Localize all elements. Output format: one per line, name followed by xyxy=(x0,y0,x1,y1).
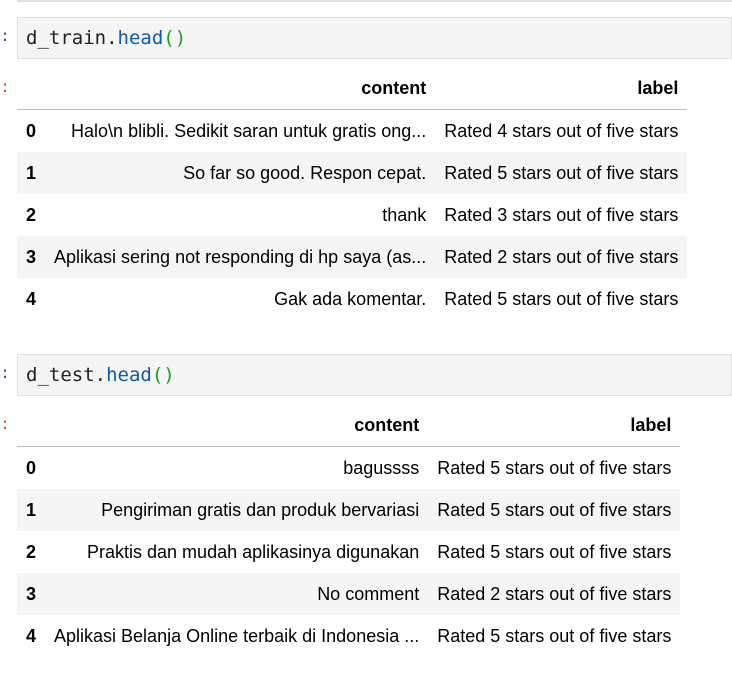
table-row: 2 thank Rated 3 stars out of five stars xyxy=(17,194,687,236)
table-row: 3 Aplikasi sering not responding di hp sa… xyxy=(17,236,688,278)
row-index: 3 xyxy=(26,583,37,604)
code-cell-test[interactable]: d_test.head() xyxy=(17,354,732,396)
label-cell: Rated 5 stars out of five stars xyxy=(437,457,672,478)
content-cell: Pengiriman gratis dan produk bervariasi xyxy=(101,499,420,520)
content-cell: thank xyxy=(382,204,427,225)
label-cell: Rated 5 stars out of five stars xyxy=(437,541,672,562)
table-row: 0 Halo\n blibli. Sedikit saran untuk grat… xyxy=(17,110,687,153)
row-index: 1 xyxy=(26,499,37,520)
code-cell-train[interactable]: d_train.head() xyxy=(17,17,732,59)
label-cell: Rated 4 stars out of five stars xyxy=(444,120,679,141)
table-row: 3 No comment Rated 2 stars out of five sta… xyxy=(17,573,681,615)
content-cell: Aplikasi Belanja Online terbaik di Indon… xyxy=(54,625,420,646)
row-index: 0 xyxy=(26,457,37,478)
table-row: 0 bagussss Rated 5 stars out of five stars xyxy=(17,447,680,490)
table-header-row: content label xyxy=(17,67,688,110)
table-row: 4 Aplikasi Belanja Online terbaik di Indo… xyxy=(17,615,680,657)
table-row: 4 Gak ada komentar. Rated 5 stars out of f… xyxy=(17,278,687,320)
code-variable: d_test xyxy=(26,364,95,386)
code-variable: d_train xyxy=(26,27,107,49)
code-method: head xyxy=(117,27,164,49)
row-index: 1 xyxy=(26,162,37,183)
content-cell: Aplikasi sering not responding di hp say… xyxy=(54,246,427,267)
row-index: 3 xyxy=(26,246,37,267)
code-method: head xyxy=(106,364,152,386)
content-cell: Praktis dan mudah aplikasinya digunakan xyxy=(87,541,420,562)
output-prompt: : xyxy=(0,416,10,434)
column-header-content: content xyxy=(45,67,436,110)
table-header-row: content label xyxy=(17,404,681,447)
label-cell: Rated 5 stars out of five stars xyxy=(437,499,672,520)
row-index: 4 xyxy=(26,288,37,309)
previous-output-divider xyxy=(17,0,732,2)
label-cell: Rated 5 stars out of five stars xyxy=(444,288,679,309)
label-cell: Rated 2 stars out of five stars xyxy=(437,583,672,604)
code-dot: . xyxy=(106,27,118,49)
table-row: 2 Praktis dan mudah aplikasinya digunakan… xyxy=(17,531,680,573)
code-parens: () xyxy=(151,364,175,386)
code-text: d_test.head() xyxy=(26,364,175,386)
index-header xyxy=(17,67,46,110)
code-dot: . xyxy=(94,364,107,386)
table-row: 1 So far so good. Respon cepat. Rated 5 st… xyxy=(17,152,688,194)
code-parens: () xyxy=(163,27,187,49)
column-header-label: label xyxy=(428,404,681,447)
content-cell: Gak ada komentar. xyxy=(274,288,427,309)
dataframe-train: content label 0 Halo\n blibli. Sedikit sa… xyxy=(17,67,688,320)
code-text: d_train.head() xyxy=(26,27,186,49)
content-cell: So far so good. Respon cepat. xyxy=(183,162,427,183)
column-header-label: label xyxy=(435,67,688,110)
content-cell: Halo\n blibli. Sedikit saran untuk grati… xyxy=(71,120,427,141)
column-header-content: content xyxy=(45,404,429,447)
row-index: 4 xyxy=(26,625,37,646)
content-cell: bagussss xyxy=(343,457,420,478)
label-cell: Rated 3 stars out of five stars xyxy=(444,204,679,225)
label-cell: Rated 5 stars out of five stars xyxy=(437,625,672,646)
output-prompt: : xyxy=(0,79,10,97)
label-cell: Rated 2 stars out of five stars xyxy=(444,246,679,267)
label-cell: Rated 5 stars out of five stars xyxy=(444,162,679,183)
row-index: 0 xyxy=(26,120,37,141)
input-prompt: : xyxy=(0,365,10,383)
index-header xyxy=(17,404,46,447)
table-row: 1 Pengiriman gratis dan produk bervariasi… xyxy=(17,489,681,531)
input-prompt: : xyxy=(0,28,10,46)
row-index: 2 xyxy=(26,541,37,562)
row-index: 2 xyxy=(26,204,37,225)
content-cell: No comment xyxy=(317,583,420,604)
